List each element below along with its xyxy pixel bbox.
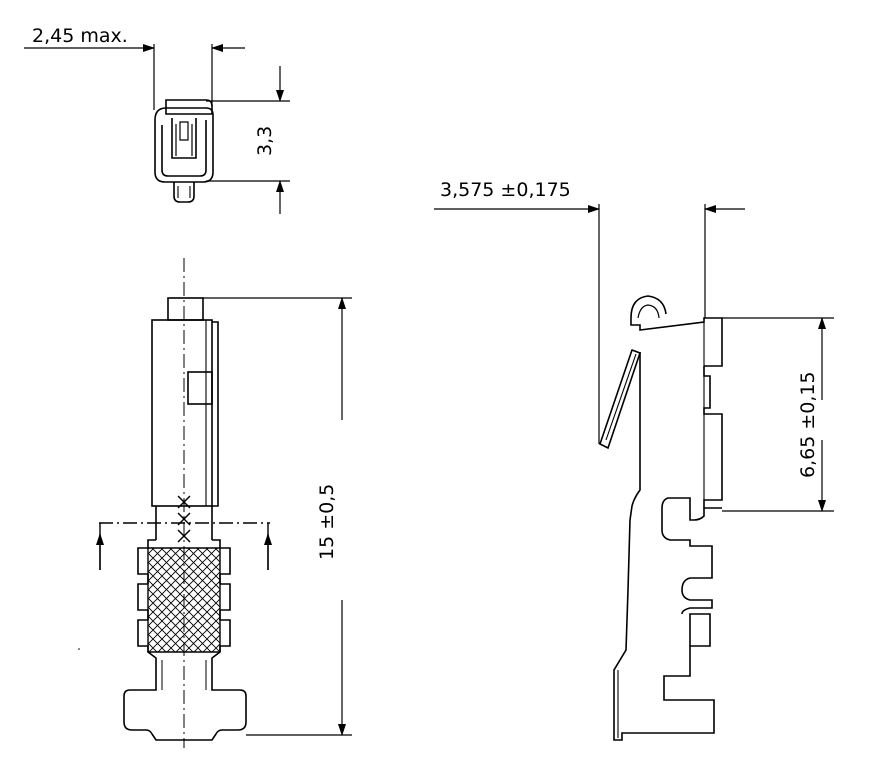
top-view-dimensions: [24, 44, 290, 214]
side-height-label: 6,65 ±0,15: [797, 371, 819, 478]
front-crimp-hatch: [147, 547, 221, 653]
side-dimensions: [434, 204, 834, 512]
section-line: [96, 522, 272, 570]
side-view: [599, 295, 723, 741]
front-view: [123, 297, 247, 741]
top-view: [154, 99, 214, 203]
top-height-label: 3,3: [254, 126, 276, 156]
front-length-label: 15 ±0,5: [316, 484, 338, 560]
stray-mark: [78, 648, 80, 650]
side-width-label: 3,575 ±0,175: [440, 179, 571, 201]
front-length-dimension: [203, 297, 352, 736]
section-marks: [177, 495, 191, 543]
top-width-label: 2,45 max.: [32, 25, 128, 47]
